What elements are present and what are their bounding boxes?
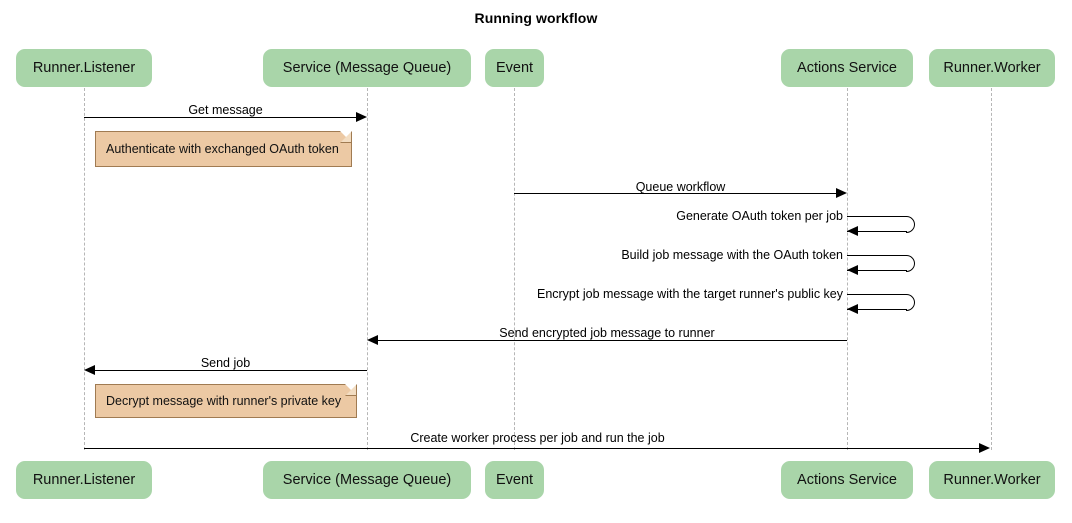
participant-runner-listener-top[interactable]: Runner.Listener — [16, 49, 152, 87]
lifeline-service-message-queue — [367, 88, 368, 450]
message-label-encrypt-job-message-with-the-target-runners-public-key: Encrypt job message with the target runn… — [536, 287, 843, 301]
message-line-queue-workflow — [514, 193, 837, 194]
message-label-create-worker-process-per-job-and-run-the-job: Create worker process per job and run th… — [410, 431, 665, 445]
participant-service-message-queue-top[interactable]: Service (Message Queue) — [263, 49, 471, 87]
participant-label: Runner.Listener — [32, 60, 136, 76]
participant-label: Runner.Worker — [943, 60, 1041, 76]
participant-event-top[interactable]: Event — [485, 49, 544, 87]
arrowhead-queue-workflow — [836, 188, 847, 198]
self-loop-curve — [906, 255, 915, 272]
participant-runner-worker-bottom[interactable]: Runner.Worker — [929, 461, 1055, 499]
self-loop-top-line — [847, 294, 907, 295]
participant-actions-service-top[interactable]: Actions Service — [781, 49, 913, 87]
arrowhead-send-job — [84, 365, 95, 375]
participant-label: Event — [495, 472, 534, 488]
self-loop-curve — [906, 294, 915, 311]
arrowhead-generate-oauth-token-per-job — [847, 226, 858, 236]
self-loop-top-line — [847, 216, 907, 217]
note-authenticate: Authenticate with exchanged OAuth token — [95, 131, 352, 167]
lifeline-runner-listener — [84, 88, 85, 450]
message-line-send-encrypted-job-message-to-runner — [377, 340, 847, 341]
lifeline-runner-worker — [991, 88, 992, 450]
self-loop-bottom-line — [847, 309, 907, 310]
message-line-send-job — [94, 370, 367, 371]
arrowhead-get-message — [356, 112, 367, 122]
participant-label: Event — [495, 60, 534, 76]
participant-runner-listener-bottom[interactable]: Runner.Listener — [16, 461, 152, 499]
participant-event-bottom[interactable]: Event — [485, 461, 544, 499]
message-label-send-job: Send job — [200, 356, 251, 370]
message-label-send-encrypted-job-message-to-runner: Send encrypted job message to runner — [499, 326, 715, 340]
message-line-get-message — [84, 117, 357, 118]
note-label: Authenticate with exchanged OAuth token — [106, 142, 339, 156]
self-loop-bottom-line — [847, 231, 907, 232]
message-label-build-job-message-with-the-oauth-token: Build job message with the OAuth token — [621, 248, 843, 262]
self-loop-bottom-line — [847, 270, 907, 271]
message-label-generate-oauth-token-per-job: Generate OAuth token per job — [676, 209, 843, 223]
participant-label: Service (Message Queue) — [282, 60, 452, 76]
note-label: Decrypt message with runner's private ke… — [106, 394, 342, 408]
message-line-create-worker-process-per-job-and-run-the-job — [84, 448, 980, 449]
self-loop-curve — [906, 216, 915, 233]
lifeline-event — [514, 88, 515, 450]
arrowhead-build-job-message-with-the-oauth-token — [847, 265, 858, 275]
self-loop-top-line — [847, 255, 907, 256]
message-label-get-message: Get message — [188, 103, 263, 117]
participant-label: Actions Service — [797, 472, 897, 488]
participant-label: Runner.Listener — [32, 472, 136, 488]
diagram-title: Running workflow — [474, 10, 598, 26]
message-label-queue-workflow: Queue workflow — [635, 180, 726, 194]
participant-label: Actions Service — [797, 60, 897, 76]
participant-label: Runner.Worker — [943, 472, 1041, 488]
arrowhead-encrypt-job-message-with-the-target-runners-public-key — [847, 304, 858, 314]
participant-label: Service (Message Queue) — [282, 472, 452, 488]
note-decrypt: Decrypt message with runner's private ke… — [95, 384, 357, 418]
participant-runner-worker-top[interactable]: Runner.Worker — [929, 49, 1055, 87]
participant-actions-service-bottom[interactable]: Actions Service — [781, 461, 913, 499]
arrowhead-send-encrypted-job-message-to-runner — [367, 335, 378, 345]
participant-service-message-queue-bottom[interactable]: Service (Message Queue) — [263, 461, 471, 499]
arrowhead-create-worker-process-per-job-and-run-the-job — [979, 443, 990, 453]
